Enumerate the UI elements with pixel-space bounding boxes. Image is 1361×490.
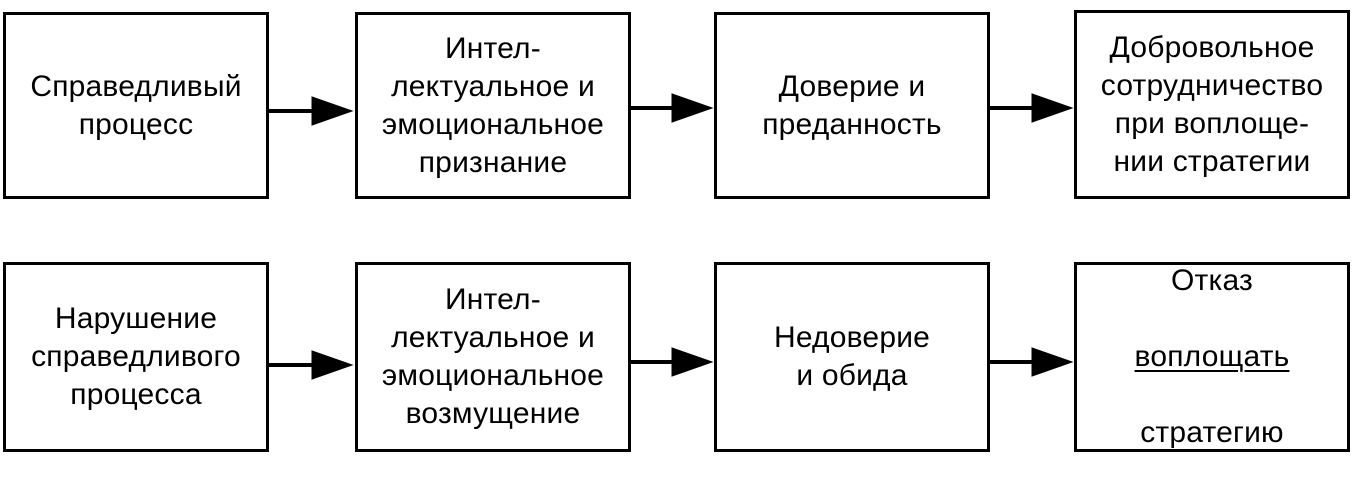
arrow-r2-3-head — [1031, 347, 1074, 377]
box-intellectual-emotional-recognition-label: Интел- лектуальное и эмоциональное призн… — [381, 31, 605, 179]
box-intellectual-emotional-indignation-label: Интел- лектуальное и эмоциональное возму… — [381, 283, 605, 430]
box-trust-commitment: Доверие и преданность — [714, 12, 990, 199]
arrow-r2-2-head — [671, 347, 714, 377]
box-fair-process-violation-label: Нарушение справедливого процесса — [31, 302, 241, 411]
refusal-line-3: стратегию — [1140, 416, 1284, 449]
arrow-r1-1-head — [311, 96, 354, 126]
box-voluntary-cooperation: Добровольное сотрудничество при воплоще-… — [1074, 10, 1350, 199]
box-distrust-resentment-label: Недоверие и обида — [773, 321, 931, 392]
box-fair-process: Справедливый процесс — [3, 12, 269, 199]
box-refusal-to-execute-label: Отказ воплощать стратегию — [1135, 224, 1290, 490]
refusal-line-2: воплощать — [1134, 340, 1290, 373]
box-trust-commitment-label: Доверие и преданность — [762, 69, 942, 141]
box-intellectual-emotional-recognition: Интел- лектуальное и эмоциональное призн… — [355, 12, 631, 199]
arrow-r1-3-head — [1031, 93, 1074, 123]
arrow-r1-2-head — [671, 93, 714, 123]
box-fair-process-label: Справедливый процесс — [30, 69, 242, 141]
box-intellectual-emotional-indignation: Интел- лектуальное и эмоциональное возму… — [355, 262, 631, 452]
refusal-line-1: Отказ — [1171, 264, 1253, 297]
box-refusal-to-execute: Отказ воплощать стратегию — [1074, 262, 1350, 452]
arrow-r2-1-head — [311, 350, 354, 380]
box-voluntary-cooperation-label: Добровольное сотрудничество при воплоще-… — [1100, 30, 1324, 178]
box-fair-process-violation: Нарушение справедливого процесса — [3, 262, 269, 452]
box-distrust-resentment: Недоверие и обида — [714, 262, 990, 452]
